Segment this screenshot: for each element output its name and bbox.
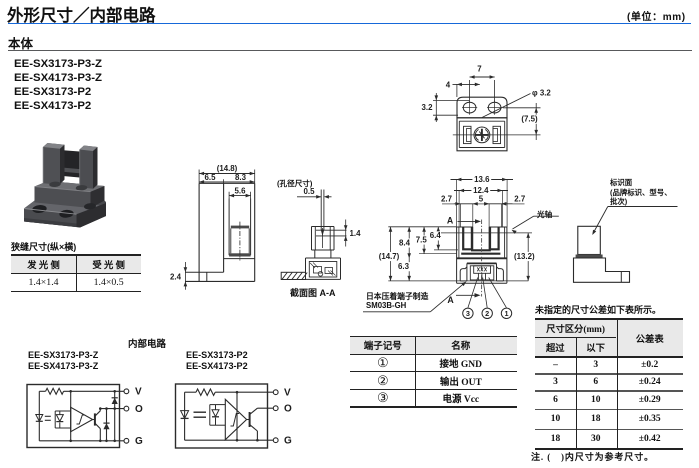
svg-text:1.4: 1.4 <box>350 229 362 238</box>
svg-text:V: V <box>284 388 291 399</box>
svg-text:G: G <box>135 436 143 447</box>
svg-text:8.4: 8.4 <box>399 238 411 247</box>
svg-text:1: 1 <box>504 309 508 318</box>
svg-text:8.3: 8.3 <box>235 173 247 182</box>
svg-text:G: G <box>284 436 292 447</box>
svg-text:3.2: 3.2 <box>422 103 434 112</box>
svg-text:5.6: 5.6 <box>235 187 247 196</box>
svg-text:4: 4 <box>446 80 451 89</box>
svg-text:5: 5 <box>479 194 484 203</box>
svg-text:7.5: 7.5 <box>416 235 428 244</box>
svg-text:O: O <box>135 404 143 415</box>
svg-text:6.3: 6.3 <box>398 262 410 271</box>
svg-text:3: 3 <box>466 309 470 318</box>
svg-text:(14.8): (14.8) <box>217 164 238 173</box>
svg-text:13.6: 13.6 <box>474 175 490 184</box>
svg-text:(7.5): (7.5) <box>521 115 538 124</box>
svg-text:6.4: 6.4 <box>430 231 442 240</box>
svg-text:2.7: 2.7 <box>514 194 526 203</box>
svg-text:V: V <box>135 387 142 398</box>
svg-text:A: A <box>447 216 454 226</box>
svg-text:A: A <box>447 295 454 305</box>
svg-text:(13.2): (13.2) <box>514 252 535 261</box>
svg-text:O: O <box>284 404 292 415</box>
svg-text:0.5: 0.5 <box>304 187 316 196</box>
svg-text:2: 2 <box>485 309 489 318</box>
svg-text:12.4: 12.4 <box>473 186 489 195</box>
svg-text:2.7: 2.7 <box>441 194 453 203</box>
svg-text:2.4: 2.4 <box>170 273 182 282</box>
svg-text:7: 7 <box>477 65 482 74</box>
svg-text:(14.7): (14.7) <box>379 252 400 261</box>
svg-text:6.5: 6.5 <box>205 173 217 182</box>
svg-text:φ 3.2: φ 3.2 <box>532 88 551 97</box>
